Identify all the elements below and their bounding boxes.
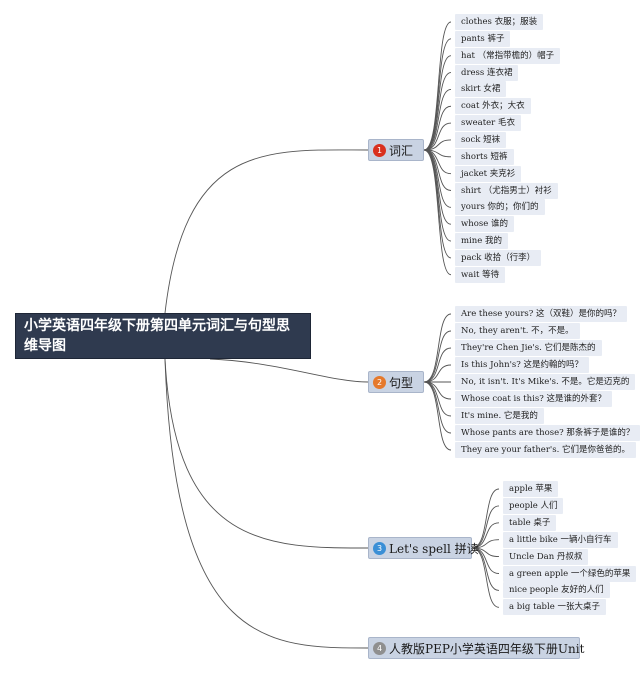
leaf-vocab-12[interactable]: whose 谁的: [455, 216, 514, 233]
leaf-link-vocab-0: [423, 21, 452, 151]
leaf-vocab-3[interactable]: dress 连衣裙: [455, 64, 519, 81]
number-badge-icon: 1: [373, 143, 386, 157]
leaf-vocab-1[interactable]: pants 裤子: [455, 30, 511, 47]
branch-label: 句型: [389, 375, 414, 390]
leaf-vocab-4[interactable]: skirt 女裙: [455, 81, 507, 98]
leaf-sentences-7[interactable]: Whose pants are those? 那条裤子是谁的？: [455, 425, 640, 441]
leaf-link-sentences-8: [423, 381, 452, 451]
leaf-link-sentences-2: [423, 347, 452, 383]
leaf-link-vocab-2: [423, 55, 452, 151]
leaf-link-vocab-5: [423, 105, 452, 151]
leaf-spell-5[interactable]: a green apple 一个绿色的苹果: [503, 565, 637, 582]
root-topic[interactable]: 小学英语四年级下册第四单元词汇与句型思维导图: [15, 313, 311, 359]
branch-link-unit: [164, 358, 369, 649]
leaf-vocab-0[interactable]: clothes 衣服；服装: [455, 14, 544, 30]
leaf-sentences-1[interactable]: No, they aren't. 不，不是。: [455, 323, 580, 339]
branch-link-sentences: [209, 358, 369, 383]
leaf-link-vocab-9: [423, 149, 452, 175]
leaf-vocab-11[interactable]: yours 你的；你们的: [455, 199, 545, 216]
leaf-sentences-4[interactable]: No, it isn't. It's Mike's. 不是。它是迈克的: [455, 374, 636, 390]
branch-link-vocab: [164, 149, 369, 314]
leaf-spell-0[interactable]: apple 苹果: [503, 481, 559, 497]
leaf-vocab-6[interactable]: sweater 毛衣: [455, 115, 521, 132]
leaf-vocab-13[interactable]: mine 我的: [455, 233, 508, 250]
leaf-link-spell-1: [471, 505, 500, 549]
leaf-sentences-8[interactable]: They are your father's. 它们是你爸爸的。: [455, 442, 637, 458]
branch-link-spell: [164, 358, 369, 549]
leaf-link-vocab-1: [423, 38, 452, 151]
leaf-sentences-6[interactable]: It's mine. 它是我的: [455, 408, 544, 424]
leaf-sentences-5[interactable]: Whose coat is this? 这是谁的外套？: [455, 391, 612, 407]
number-badge-icon: 2: [373, 375, 386, 389]
branch-label: Let's spell 拼读: [389, 541, 479, 556]
leaf-vocab-8[interactable]: shorts 短裤: [455, 148, 514, 165]
leaf-spell-1[interactable]: people 人们: [503, 497, 564, 514]
leaf-sentences-0[interactable]: Are these yours? 这（双鞋）是你的吗？: [455, 306, 628, 322]
leaf-vocab-2[interactable]: hat （常指带檐的）帽子: [455, 47, 561, 64]
root-title: 小学英语四年级下册第四单元词汇与句型思维导图: [24, 318, 290, 354]
leaf-spell-4[interactable]: Uncle Dan 丹叔叔: [503, 548, 589, 565]
branch-label: 人教版PEP小学英语四年级下册Unit: [389, 641, 585, 656]
leaf-link-vocab-3: [423, 72, 452, 151]
leaf-spell-2[interactable]: table 桌子: [503, 514, 557, 531]
leaf-link-vocab-6: [423, 122, 452, 151]
leaf-sentences-2[interactable]: They're Chen Jie's. 它们是陈杰的: [455, 340, 602, 356]
leaf-link-spell-2: [471, 522, 500, 549]
leaf-spell-3[interactable]: a little bike 一辆小自行车: [503, 531, 618, 548]
leaf-vocab-10[interactable]: shirt （尤指男士）衬衫: [455, 182, 558, 199]
leaf-link-sentences-0: [423, 313, 452, 383]
leaf-vocab-5[interactable]: coat 外衣；大衣: [455, 98, 531, 115]
leaf-vocab-14[interactable]: pack 收拾（行李）: [455, 249, 542, 266]
number-badge-icon: 3: [373, 541, 386, 555]
branch-label: 词汇: [389, 143, 414, 158]
number-badge-icon: 4: [373, 641, 386, 655]
leaf-link-spell-7: [471, 547, 500, 608]
leaf-spell-6[interactable]: nice people 友好的人们: [503, 582, 610, 599]
leaf-link-vocab-15: [423, 149, 452, 276]
leaf-sentences-3[interactable]: Is this John's? 这是约翰的吗？: [455, 357, 590, 373]
leaf-link-sentences-3: [423, 364, 452, 383]
leaf-spell-7[interactable]: a big table 一张大桌子: [503, 599, 606, 616]
leaf-vocab-7[interactable]: sock 短袜: [455, 131, 507, 148]
leaf-vocab-9[interactable]: jacket 夹克衫: [455, 165, 522, 182]
leaf-link-vocab-7: [423, 139, 452, 151]
leaf-vocab-15[interactable]: wait 等待: [455, 266, 506, 283]
